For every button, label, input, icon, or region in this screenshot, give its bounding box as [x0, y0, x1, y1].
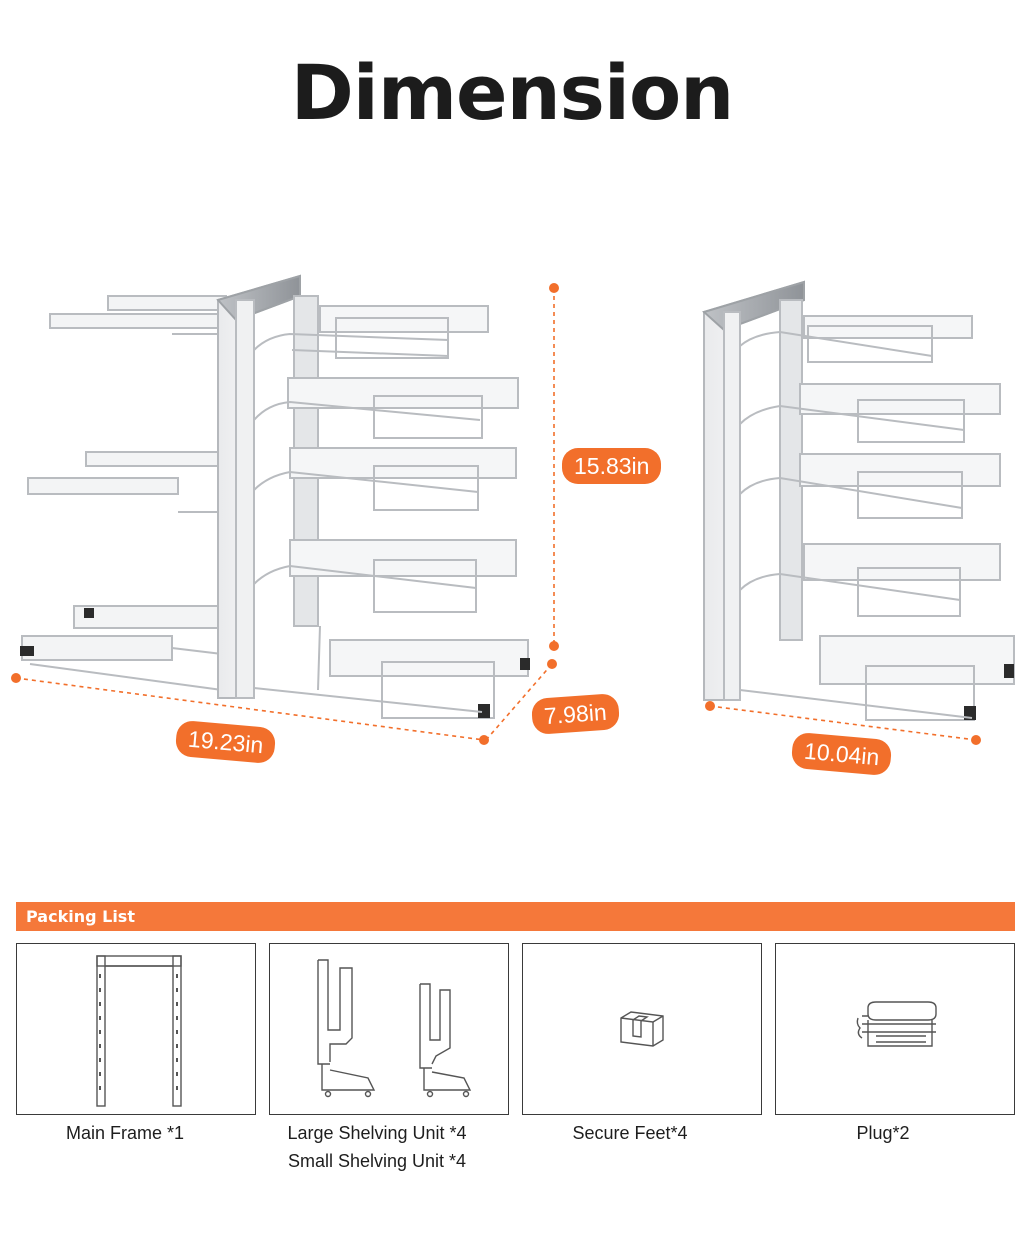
- plug-label: Plug*2: [856, 1123, 910, 1143]
- packing-item-main-frame: [16, 943, 256, 1115]
- packing-item-shelving-units: [269, 943, 509, 1115]
- secure-feet-label: Secure Feet*4: [572, 1123, 688, 1143]
- packing-list-heading: Packing List: [16, 902, 1015, 931]
- packing-item-secure-feet: [522, 943, 762, 1115]
- large-rack-left-shelves: [20, 295, 227, 691]
- large-rack-right-shelves: [253, 305, 530, 719]
- shelving-unit-icon: [317, 959, 472, 1098]
- main-frame-icon: [96, 955, 182, 1107]
- large-rack-dimension-lines: [11, 283, 559, 745]
- small-shelving-unit-label: Small Shelving Unit *4: [287, 1151, 467, 1171]
- height-dimension-badge: 15.83in: [562, 448, 662, 484]
- depth-dimension-badge: 7.98in: [530, 693, 620, 735]
- pot-rack-illustration: [11, 274, 1015, 745]
- packing-item-plug: [775, 943, 1015, 1115]
- plug-icon: [856, 1001, 937, 1047]
- large-rack: [20, 274, 530, 719]
- page-title: Dimension: [290, 48, 735, 137]
- large-shelving-unit-label: Large Shelving Unit *4: [287, 1123, 467, 1143]
- small-rack: [702, 280, 1015, 721]
- secure-feet-icon: [620, 1011, 664, 1047]
- small-rack-dimension-line: [705, 701, 981, 745]
- main-frame-label: Main Frame *1: [65, 1123, 185, 1143]
